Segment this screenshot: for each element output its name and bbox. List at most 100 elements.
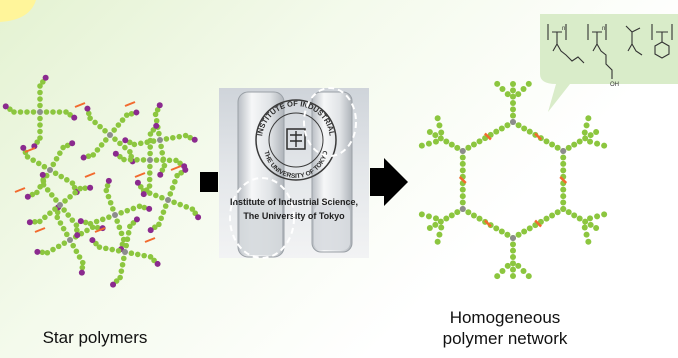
- caption-star-polymers: Star polymers: [42, 328, 148, 347]
- polymer-bead: [122, 144, 128, 151]
- polymer-bead: [41, 163, 48, 170]
- polymer-bead: [510, 266, 516, 273]
- end-group: [181, 163, 188, 170]
- end-group: [195, 214, 202, 221]
- polymer-bead: [434, 115, 441, 122]
- polymer-bead: [432, 215, 439, 222]
- polymer-bead: [93, 240, 99, 247]
- polymer-bead: [166, 157, 173, 164]
- polymer-bead: [432, 138, 439, 145]
- polymer-bead: [150, 127, 157, 133]
- polymer-bead: [140, 157, 147, 163]
- polymer-bead: [583, 231, 590, 238]
- polymer-bead: [521, 228, 528, 235]
- polymer-bead: [121, 156, 127, 163]
- polymer-bead: [143, 187, 150, 193]
- caption-homogeneous-network: Homogeneous polymer network: [420, 307, 590, 349]
- polymer-bead: [159, 167, 166, 173]
- end-group: [2, 103, 9, 110]
- end-group: [122, 137, 129, 144]
- polymer-bead: [146, 170, 153, 176]
- polymer-bead: [65, 212, 72, 218]
- polymer-bead: [587, 221, 594, 228]
- polymer-bead: [526, 225, 533, 232]
- polymer-bead: [171, 199, 177, 206]
- seal-ring: [255, 99, 337, 181]
- polymer-bead: [183, 204, 190, 210]
- polymer-bead: [53, 197, 59, 203]
- polymer-bead: [437, 218, 444, 225]
- polymer-bead: [601, 142, 608, 149]
- polymer-bead: [64, 177, 70, 183]
- star-core: [37, 109, 43, 115]
- polymer-bead: [29, 191, 36, 198]
- polymer-bead: [146, 176, 153, 183]
- end-group: [74, 232, 81, 239]
- polymer-bead: [182, 132, 189, 139]
- polymer-bead: [109, 246, 116, 253]
- polymer-bead: [94, 224, 101, 231]
- end-group: [140, 191, 147, 198]
- polymer-bead: [37, 115, 43, 122]
- polymer-bead: [37, 128, 43, 135]
- polymer-bead: [465, 144, 472, 151]
- polymer-bead: [77, 185, 83, 192]
- polymer-bead: [71, 184, 78, 191]
- polymer-bead: [426, 225, 433, 231]
- polymer-bead: [153, 117, 160, 124]
- polymer-bead: [76, 254, 83, 260]
- polymer-bead: [554, 209, 561, 216]
- polymer-bead: [581, 224, 588, 231]
- polymer-bead: [594, 213, 601, 220]
- network-core: [560, 148, 567, 154]
- polymer-bead: [57, 150, 63, 156]
- polymer-bead: [52, 206, 58, 212]
- monomer-bubble: n n OH: [540, 14, 678, 112]
- end-group: [157, 171, 164, 178]
- polymer-bead: [504, 91, 511, 98]
- polymer-bead: [436, 122, 443, 129]
- star-core: [57, 202, 63, 208]
- polymer-bead: [454, 209, 461, 216]
- crosslinker: [170, 165, 182, 171]
- corner-decoration: [0, 0, 36, 22]
- polymer-bead: [97, 123, 103, 130]
- polymer-bead: [85, 110, 92, 117]
- polymer-bead: [116, 224, 123, 231]
- polymer-bead: [560, 206, 567, 212]
- polymer-bead: [151, 257, 157, 264]
- crosslinker: [74, 102, 86, 108]
- polymer-bead: [510, 112, 516, 119]
- polymer-bead: [69, 217, 76, 223]
- polymer-bead: [103, 187, 110, 194]
- polymer-bead: [510, 273, 516, 279]
- polymer-bead: [44, 249, 51, 256]
- polymer-bead: [99, 216, 106, 223]
- polymer-bead: [79, 259, 86, 266]
- polymer-bead: [115, 122, 122, 128]
- polymer-bead: [510, 87, 516, 94]
- end-group: [87, 184, 94, 191]
- polymer-bead: [63, 109, 69, 115]
- polymer-bead: [582, 135, 589, 142]
- polymer-bead: [112, 136, 118, 142]
- seal-inner-ring: [268, 112, 324, 168]
- crosslink: [559, 176, 568, 184]
- polymer-bead: [187, 134, 193, 141]
- polymer-bead: [43, 109, 50, 115]
- polymer-bead: [37, 83, 43, 89]
- end-group: [77, 218, 84, 225]
- star-core: [107, 132, 113, 138]
- polymer-bead: [48, 192, 55, 198]
- polymer-bead: [510, 93, 516, 100]
- end-group: [69, 140, 76, 147]
- polymer-bead: [170, 134, 176, 141]
- polymer-bead: [510, 247, 516, 254]
- polymer-bead: [169, 185, 176, 191]
- polymer-bead: [521, 125, 528, 132]
- polymer-bead: [174, 172, 180, 179]
- polymer-bead: [37, 122, 43, 128]
- polymer-bead: [581, 129, 588, 136]
- star-polymers-illustration: [2, 74, 202, 288]
- polymer-bead: [543, 138, 550, 145]
